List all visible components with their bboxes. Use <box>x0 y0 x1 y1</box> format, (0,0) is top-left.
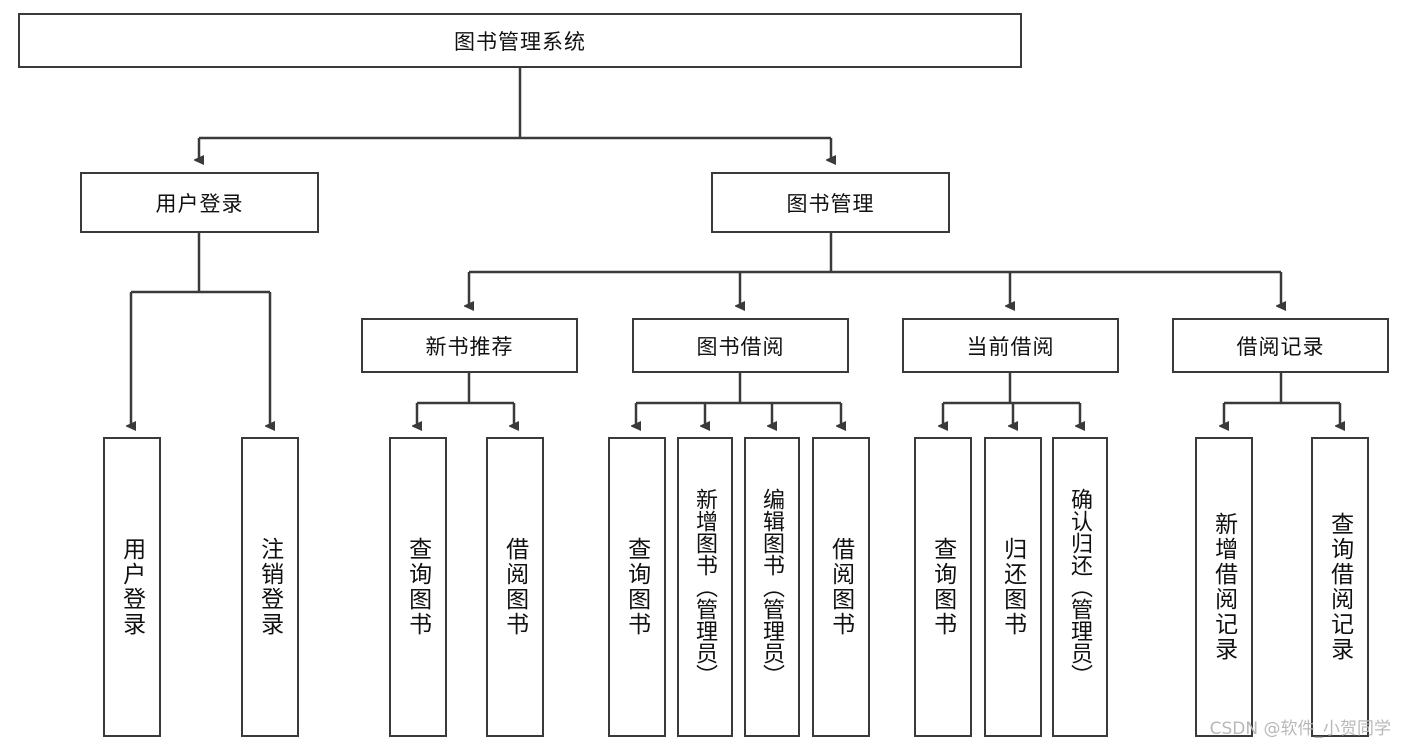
leaf-borrow-book-1[interactable]: 借阅图书 <box>486 437 544 737</box>
leaf-add-book[interactable]: 新增图书（管理员） <box>677 437 733 737</box>
leaf-borrow-book-2[interactable]: 借阅图书 <box>812 437 870 737</box>
node-book-management[interactable]: 图书管理 <box>711 172 950 233</box>
csdn-watermark: CSDN @软件_小贺同学 <box>1209 719 1391 739</box>
node-borrow-records[interactable]: 借阅记录 <box>1172 318 1389 373</box>
leaf-return-book[interactable]: 归还图书 <box>984 437 1042 737</box>
node-book-borrow[interactable]: 图书借阅 <box>632 318 849 373</box>
node-root[interactable]: 图书管理系统 <box>18 13 1022 68</box>
leaf-query-borrow-record[interactable]: 查询借阅记录 <box>1311 437 1369 737</box>
leaf-user-logout[interactable]: 注销登录 <box>241 437 299 737</box>
leaf-user-login[interactable]: 用户登录 <box>103 437 161 737</box>
node-current-borrow[interactable]: 当前借阅 <box>902 318 1119 373</box>
leaf-edit-book[interactable]: 编辑图书（管理员） <box>744 437 800 737</box>
leaf-confirm-return[interactable]: 确认归还（管理员） <box>1052 437 1108 737</box>
leaf-query-book-2[interactable]: 查询图书 <box>608 437 666 737</box>
node-user-login[interactable]: 用户登录 <box>80 172 319 233</box>
node-new-book-recommend[interactable]: 新书推荐 <box>361 318 578 373</box>
leaf-add-borrow-record[interactable]: 新增借阅记录 <box>1195 437 1253 737</box>
leaf-query-book-1[interactable]: 查询图书 <box>389 437 447 737</box>
leaf-query-book-3[interactable]: 查询图书 <box>914 437 972 737</box>
